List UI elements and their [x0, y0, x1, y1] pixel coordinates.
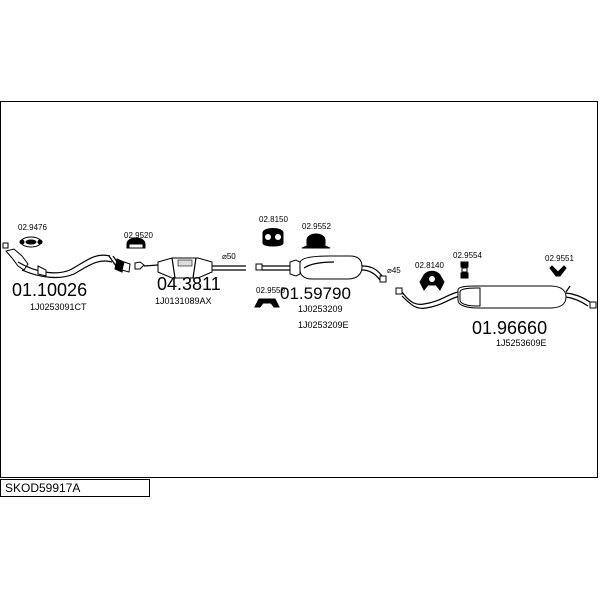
part-number-4: 01.96660 [472, 318, 547, 338]
rear-silencer[interactable] [395, 285, 597, 309]
diagram-frame [0, 101, 598, 478]
gasket-flange[interactable] [114, 258, 131, 273]
fitting-label-3: 02.8150 [259, 215, 288, 224]
part-oem-2: 1J0131089AX [155, 296, 212, 306]
part-oem-3: 1J0253209 [298, 304, 343, 314]
fitting-label-7: 02.9554 [453, 251, 482, 260]
centre-silencer[interactable] [255, 255, 387, 283]
part-number-3: 01.59790 [280, 284, 351, 303]
part-oem-1: 1J0253091CT [30, 302, 87, 312]
pipe-diameter-50: ⌀50 [222, 252, 236, 261]
diagram-code: SKOD59917A [5, 481, 81, 495]
fitting-label-8: 02.9551 [545, 254, 574, 263]
catalytic-converter[interactable] [134, 257, 246, 279]
clamp-fitting-2[interactable] [126, 237, 146, 249]
part-oem-4: 1J5253609E [496, 338, 547, 348]
fitting-label-5: 02.9550 [256, 286, 285, 295]
pipe-diameter-45: ⌀45 [387, 266, 401, 275]
hanger-fitting-8[interactable] [549, 265, 567, 277]
fitting-label-1: 02.9476 [18, 223, 47, 232]
fitting-label-6: 02.8140 [415, 261, 444, 270]
part-number-2: 04.3811 [157, 274, 221, 294]
part-number-1: 01.10026 [12, 280, 87, 300]
hanger-fitting-7[interactable] [460, 261, 469, 279]
rubber-hanger-3[interactable] [262, 228, 284, 247]
fitting-label-2: 02.9520 [124, 231, 153, 240]
rubber-hanger-6[interactable] [419, 270, 445, 291]
clamp-fitting-5[interactable] [254, 298, 280, 308]
part-oem-3b: 1J0253209E [298, 320, 349, 330]
fitting-label-4: 02.9552 [302, 222, 331, 231]
clamp-fitting-4[interactable] [301, 233, 331, 249]
front-pipe[interactable] [2, 242, 121, 279]
diagram-code-box: SKOD59917A [0, 479, 150, 497]
flange-fitting-1[interactable] [19, 236, 43, 248]
